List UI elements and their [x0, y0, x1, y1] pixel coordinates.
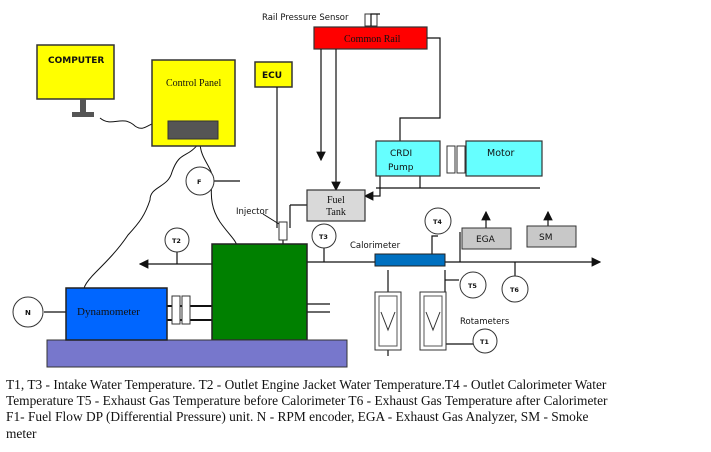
ega-box: [461, 227, 512, 250]
rotameter-right: [419, 291, 447, 351]
rotameter-left: [374, 291, 402, 351]
injector: [278, 221, 288, 241]
gauge-n-label: N: [25, 309, 31, 317]
test-bed-base: [46, 339, 348, 368]
gauge-t3: T3: [311, 223, 337, 249]
dynamometer-coupling: [171, 295, 181, 325]
fuel-tank-label-line2: Tank: [326, 207, 346, 218]
crdi-pump: CRDI Pump: [375, 140, 441, 177]
crdi-pump-label-line2: Pump: [388, 163, 414, 173]
gauge-t4-label: T4: [433, 218, 442, 226]
crdi-pump-box: [375, 140, 441, 177]
fuel-tank-box: [306, 189, 366, 222]
sm-box: [526, 225, 577, 248]
gauge-n: N: [12, 296, 44, 328]
ecu: ECU: [254, 61, 293, 88]
gauge-t6-label: T6: [510, 286, 519, 294]
gauge-t2-label: T2: [172, 237, 181, 245]
ecu-label: ECU: [262, 71, 282, 81]
computer-monitor: [36, 44, 115, 100]
sm-label: SM: [539, 233, 552, 243]
dynamometer-label: Dynamometer: [77, 306, 140, 318]
control-panel-label: Control Panel: [166, 78, 221, 89]
calorimeter-label: Calorimeter: [350, 241, 401, 251]
gauge-t2: T2: [164, 227, 190, 253]
engine: [211, 243, 308, 341]
crdi-pump-label-line1: CRDI: [390, 149, 412, 159]
gauge-t3-label: T3: [319, 233, 328, 241]
computer-label: COMPUTER: [48, 56, 104, 66]
ega-label: EGA: [476, 235, 496, 245]
gauge-f: F: [185, 166, 215, 196]
computer: COMPUTER: [36, 44, 115, 117]
fuel-tank: Fuel Tank: [306, 189, 366, 222]
gauge-t5: T5: [459, 271, 487, 299]
dynamometer-box: [65, 287, 168, 341]
injector-pointer: [262, 213, 280, 225]
gauge-t6: T6: [501, 275, 529, 303]
gauge-f-label: F: [197, 178, 201, 186]
gauge-t5-label: T5: [468, 282, 477, 290]
pump-motor-coupling: [446, 145, 456, 174]
dynamometer-coupling-2: [181, 295, 191, 325]
gauge-t4: T4: [424, 207, 452, 235]
common-rail-label: Common Rail: [344, 34, 401, 45]
rotameters-label: Rotameters: [460, 317, 510, 327]
caption-line-2: Temperature T5 - Exhaust Gas Temperature…: [6, 393, 608, 409]
engine-test-setup-diagram: COMPUTER Control Panel ECU Rail Pressure…: [12, 13, 602, 368]
smoke-meter: SM: [526, 225, 577, 248]
ecu-box: [254, 61, 293, 88]
caption-line-4: meter: [6, 425, 37, 441]
computer-base: [72, 112, 94, 117]
control-panel: Control Panel: [151, 59, 236, 147]
computer-stand: [80, 99, 86, 114]
calorimeter: [374, 253, 446, 267]
motor: Motor: [465, 140, 543, 177]
pump-motor-coupling-2: [456, 145, 466, 174]
control-panel-display: [167, 120, 219, 140]
motor-box: [465, 140, 543, 177]
caption-line-1: T1, T3 - Intake Water Temperature. T2 - …: [6, 377, 607, 392]
gauge-t1: T1: [472, 328, 498, 354]
gauge-t1-label: T1: [480, 338, 489, 346]
caption-line-3: F1- Fuel Flow DP (Differential Pressure)…: [6, 409, 589, 425]
fuel-tank-label-line1: Fuel: [327, 195, 345, 206]
motor-label: Motor: [487, 148, 515, 159]
rail-pressure-sensor-label: Rail Pressure Sensor: [262, 13, 349, 23]
dynamometer: Dynamometer: [65, 287, 168, 341]
exhaust-gas-analyzer: EGA: [461, 227, 512, 250]
common-rail: Common Rail: [313, 26, 428, 50]
injector-label: Injector: [236, 207, 269, 217]
figure-caption: T1, T3 - Intake Water Temperature. T2 - …: [6, 377, 706, 451]
